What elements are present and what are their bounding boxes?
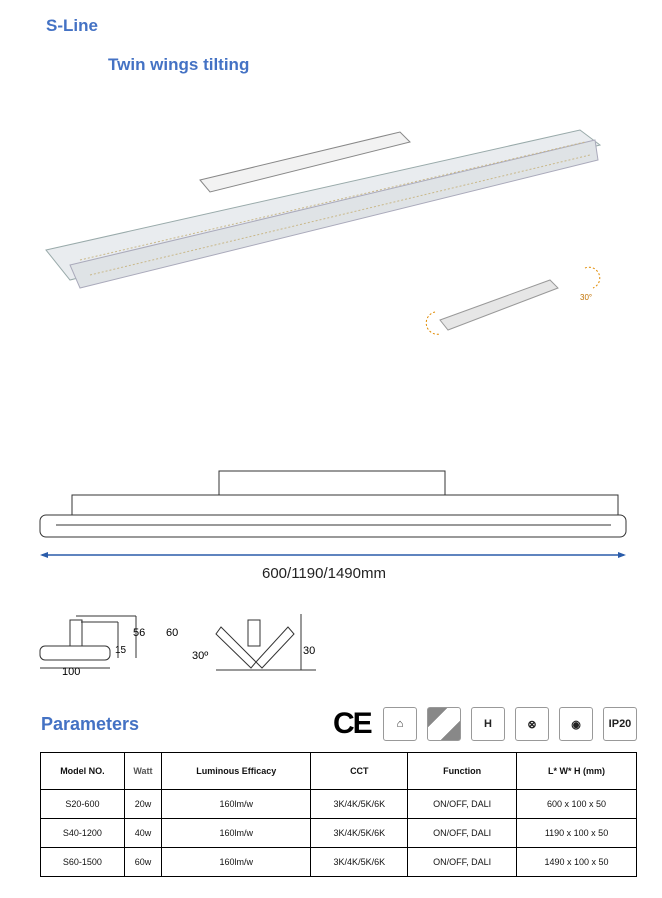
width-dim: 100	[62, 666, 81, 678]
cell: 160lm/w	[161, 789, 312, 819]
cell: 3K/4K/5K/6K	[310, 789, 409, 819]
cell: 3K/4K/5K/6K	[310, 818, 409, 848]
col-model: Model NO.	[40, 752, 125, 790]
wing-height-dim: 15	[115, 645, 127, 656]
certification-icons: CE ⌂ H ⊗ ◉ IP20	[333, 707, 637, 741]
cell: ON/OFF, DALI	[407, 818, 518, 848]
section-drawings	[39, 614, 316, 671]
parameters-table: Model NO. Watt Luminous Efficacy CCT Fun…	[40, 752, 637, 877]
cell: 40w	[123, 818, 163, 848]
cell: 1190 x 100 x 50	[516, 818, 637, 848]
product-photo	[45, 129, 602, 335]
page-title: S-Line	[46, 16, 98, 35]
cell: S60-1500	[40, 847, 125, 877]
parameters-heading: Parameters	[41, 714, 140, 734]
tilt-angle-label: 30°	[580, 293, 593, 302]
length-dimension: 600/1190/1490mm	[262, 565, 386, 582]
table-header-row: Model NO. Watt Luminous Efficacy CCT Fun…	[40, 752, 637, 790]
tilt-thumbnail	[439, 279, 559, 331]
tilt-angle-dim: 30º	[192, 650, 209, 662]
front-elevation-drawing	[39, 470, 627, 558]
col-dimensions: L* W* H (mm)	[516, 752, 637, 790]
no-glare-icon: ⊗	[515, 707, 549, 741]
indoor-icon: ⌂	[383, 707, 417, 741]
cell: 20w	[123, 789, 163, 819]
body-height-dim: 56	[133, 627, 146, 639]
cell: 600 x 100 x 50	[516, 789, 637, 819]
col-function: Function	[407, 752, 518, 790]
ce-mark-icon: CE	[333, 707, 373, 740]
ip-rating-icon: IP20	[603, 707, 637, 741]
cell: 160lm/w	[161, 847, 312, 877]
cell: 160lm/w	[161, 818, 312, 848]
col-cct: CCT	[310, 752, 409, 790]
col-efficacy: Luminous Efficacy	[161, 752, 312, 790]
cell: ON/OFF, DALI	[407, 847, 518, 877]
cell: 1490 x 100 x 50	[516, 847, 637, 877]
cell: S20-600	[40, 789, 125, 819]
cell: 3K/4K/5K/6K	[310, 847, 409, 877]
ceiling-icon	[427, 707, 461, 741]
tilt-height-dim: 30	[303, 645, 316, 657]
cell: 60w	[123, 847, 163, 877]
halogen-free-icon: H	[471, 707, 505, 741]
col-watt: Watt	[123, 752, 163, 790]
total-height-dim: 60	[166, 627, 179, 639]
cell: S40-1200	[40, 818, 125, 848]
eye-safe-icon: ◉	[559, 707, 593, 741]
page-subtitle: Twin wings tilting	[108, 55, 250, 74]
cell: ON/OFF, DALI	[407, 789, 518, 819]
